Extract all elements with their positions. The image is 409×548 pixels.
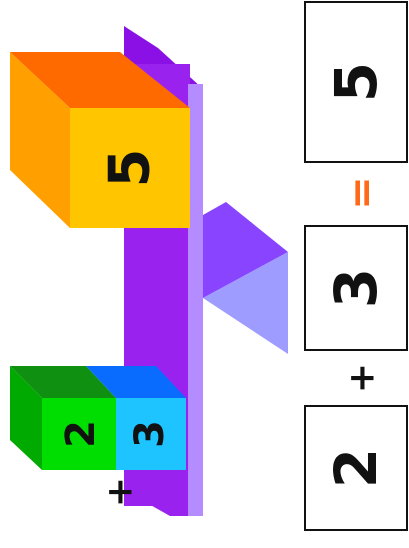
blue-cube-label: 3: [127, 420, 173, 448]
addend-b-value: 3: [322, 268, 390, 308]
green-cube-side: [10, 366, 42, 470]
sum-box: [304, 1, 408, 163]
equation-plus-sign: +: [342, 363, 383, 393]
green-cube-front: [42, 398, 116, 470]
blue-cube-top: [86, 366, 186, 398]
beam-edge: [188, 84, 203, 516]
blue-cube-front: [116, 398, 186, 470]
big-cube-front: [70, 108, 190, 228]
fulcrum-lower: [203, 252, 288, 354]
equals-sign: =: [339, 176, 385, 210]
sum-value: 5: [322, 62, 390, 102]
big-cube-label: 5: [98, 149, 163, 188]
addend-b-box: [304, 225, 408, 351]
fulcrum-upper: [203, 202, 288, 298]
green-cube-label: 2: [58, 420, 104, 448]
addend-a-box: [304, 405, 408, 531]
green-cube-top: [10, 366, 116, 398]
big-cube-side: [10, 52, 70, 228]
cubes-plus-sign: +: [100, 477, 141, 507]
addend-a-value: 2: [322, 448, 390, 488]
